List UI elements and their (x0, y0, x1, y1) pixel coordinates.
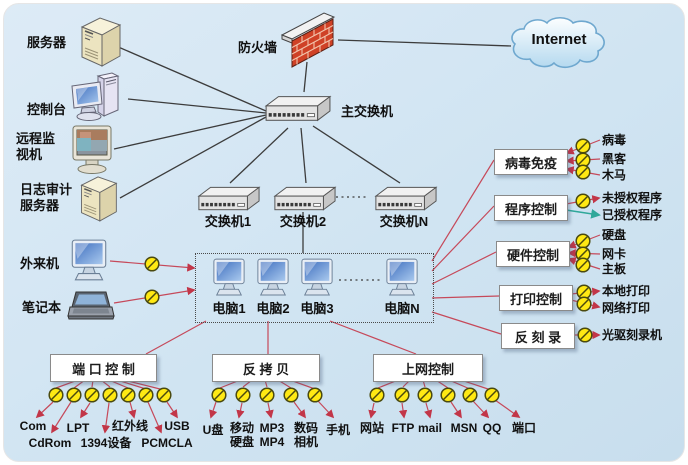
remote-monitor-label: 远程监 视机 (16, 131, 56, 162)
laptop-label: 笔记本 (22, 300, 62, 315)
tower-server-icon (76, 172, 120, 224)
pc3-label: 电脑3 (300, 301, 334, 316)
threat-virus-label: 病毒 (602, 133, 627, 147)
unauthorized-program-label: 未授权程序 (602, 191, 663, 205)
main-switch-label: 主交换机 (341, 104, 394, 119)
lcd-monitor-icon (385, 257, 419, 299)
copy-mp3-mp4-label: MP3 MP4 (259, 421, 285, 449)
desktop-computer-icon (68, 70, 126, 124)
lcd-monitor-icon (300, 257, 334, 299)
harddisk-label: 硬盘 (602, 228, 627, 242)
port-pcmcla-label: PCMCLA (141, 436, 193, 450)
authorized-program-label: 已授权程序 (602, 208, 663, 222)
switch2-label: 交换机2 (279, 214, 327, 229)
lcd-monitor-icon (70, 238, 108, 284)
cd-burner-label: 光驱刻录机 (602, 328, 663, 342)
laptop-icon (66, 290, 116, 324)
network-card-label: 网卡 (602, 247, 627, 261)
server-label: 服务器 (27, 35, 67, 50)
internet-control-box: 上网控制 (373, 354, 483, 382)
switch1-label: 交换机1 (204, 214, 252, 229)
anti-burn-box: 反 刻 录 (501, 323, 575, 349)
lcd-monitor-icon (212, 257, 246, 299)
mainboard-label: 主板 (602, 262, 627, 276)
net-website-label: 网站 (359, 421, 385, 435)
hardware-control-box: 硬件控制 (496, 241, 570, 267)
port-cdrom-label: CdRom (28, 436, 72, 450)
copy-mobile-disk-label: 移动 硬盘 (229, 421, 255, 449)
net-ftp-label: FTP (391, 421, 415, 435)
port-com-label: Com (19, 419, 47, 433)
pc2-label: 电脑2 (256, 301, 290, 316)
crt-monitor-icon (70, 124, 114, 176)
copy-digital-camera-label: 数码 相机 (293, 421, 319, 449)
internet-label: Internet (531, 31, 587, 48)
main-switch-icon (262, 92, 332, 128)
net-qq-label: QQ (482, 421, 502, 435)
local-print-label: 本地打印 (602, 284, 651, 298)
firewall-label: 防火墙 (238, 40, 278, 55)
lan-computers-group-box (195, 253, 434, 323)
net-port-label: 端口 (511, 421, 537, 435)
switchN-label: 交换机N (379, 214, 429, 229)
port-infrared-label: 红外线 (111, 419, 149, 433)
net-msn-label: MSN (450, 421, 478, 435)
port-1394-label: 1394设备 (80, 436, 132, 450)
port-lpt-label: LPT (66, 421, 90, 435)
program-control-box: 程序控制 (494, 195, 568, 221)
switch-icon (372, 184, 438, 216)
network-print-label: 网络打印 (602, 301, 651, 315)
port-usb-label: USB (164, 419, 190, 433)
lcd-monitor-icon (256, 257, 290, 299)
net-mail-label: mail (417, 421, 443, 435)
print-control-box: 打印控制 (499, 285, 573, 311)
switch-icon (271, 184, 337, 216)
port-control-box: 端 口 控 制 (50, 354, 157, 382)
console-label: 控制台 (27, 102, 67, 117)
tower-server-icon (76, 14, 124, 68)
outsider-pc-label: 外来机 (20, 256, 60, 271)
threat-hacker-label: 黑客 (602, 152, 627, 166)
pc1-label: 电脑1 (212, 301, 246, 316)
pcN-label: 电脑N (384, 301, 420, 316)
log-server-label: 日志审计 服务器 (20, 182, 73, 213)
switch-icon (195, 184, 261, 216)
copy-phone-label: 手机 (325, 423, 351, 437)
anti-copy-box: 反 拷 贝 (212, 354, 320, 382)
brick-wall-icon (278, 6, 338, 68)
virus-immunity-box: 病毒免疫 (494, 149, 568, 175)
copy-usbdrive-label: U盘 (202, 423, 224, 437)
threat-trojan-label: 木马 (602, 168, 627, 182)
